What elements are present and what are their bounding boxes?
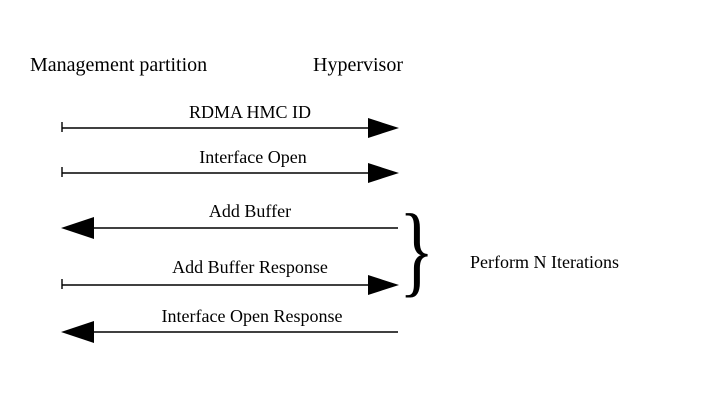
message-label-interface-open-response: Interface Open Response <box>161 306 343 326</box>
arrow-add-buffer-response <box>61 275 399 295</box>
lifeline-label-management-partition: Management partition <box>30 54 208 76</box>
lifeline-label-hypervisor: Hypervisor <box>313 54 403 76</box>
iteration-group-brace: } <box>399 194 435 307</box>
message-label-interface-open: Interface Open <box>199 147 307 167</box>
message-label-add-buffer: Add Buffer <box>208 201 292 221</box>
message-label-rdma-hmc-id: RDMA HMC ID <box>188 102 312 122</box>
message-label-add-buffer-response: Add Buffer Response <box>172 257 328 277</box>
iteration-group-annotation: Perform N Iterations <box>470 252 619 272</box>
